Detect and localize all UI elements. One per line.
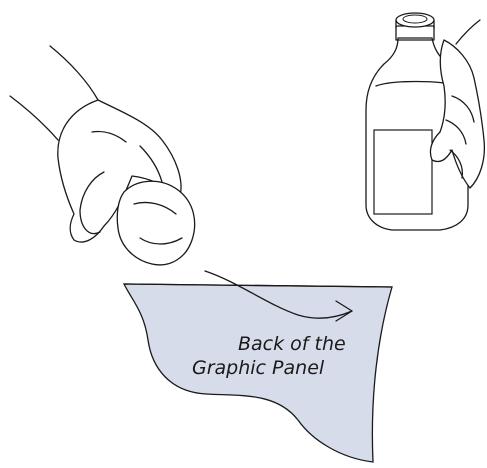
bottle-hand-finger-1 bbox=[451, 95, 475, 123]
panel-label-line2: Graphic Panel bbox=[192, 357, 325, 379]
graphic-panel bbox=[122, 283, 393, 463]
cleaning-cloth bbox=[116, 180, 196, 266]
wipe-direction-arrow bbox=[204, 270, 353, 322]
graphic-panel-top-edge bbox=[123, 283, 393, 288]
forearm-upper-line bbox=[49, 45, 99, 101]
arrow-head bbox=[335, 300, 353, 322]
bottle-forearm bbox=[455, 19, 481, 45]
hand-with-cloth bbox=[9, 45, 196, 266]
bottle-hand-outline bbox=[429, 39, 486, 189]
forearm-lower-line bbox=[9, 95, 59, 141]
hand-finger-crease bbox=[139, 145, 163, 183]
graphic-panel-sheet bbox=[122, 283, 393, 463]
cloth-fold bbox=[133, 201, 177, 215]
cloth-fold-lower bbox=[139, 237, 183, 245]
bottle-hand-finger-3 bbox=[449, 149, 464, 179]
bottle-cap-inner bbox=[402, 14, 428, 24]
bottle-cap-side bbox=[395, 19, 435, 29]
arrow-curve bbox=[204, 270, 353, 319]
hand-knuckle-crease bbox=[91, 130, 127, 143]
hand-thumb bbox=[79, 171, 105, 235]
panel-label-line1: Back of the bbox=[238, 333, 346, 355]
bottle-hand-finger-2 bbox=[445, 119, 467, 145]
hand-outline bbox=[57, 99, 182, 243]
bottle-label bbox=[373, 129, 433, 215]
hand-with-bottle bbox=[365, 12, 486, 231]
